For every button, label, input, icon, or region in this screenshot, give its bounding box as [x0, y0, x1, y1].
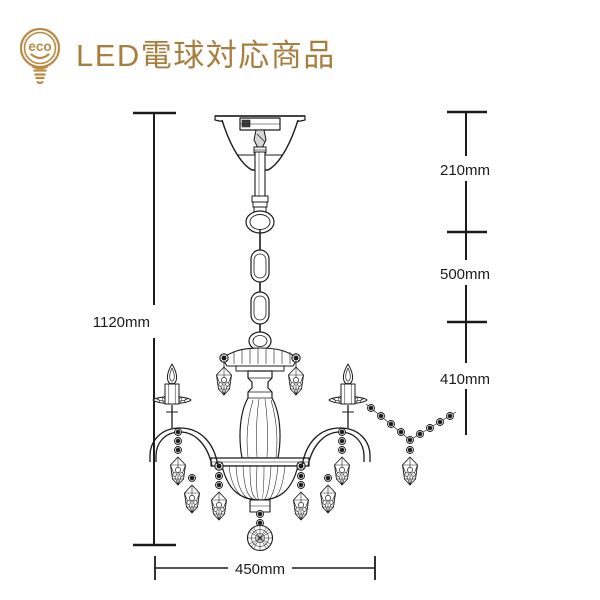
candle-arm-left	[149, 363, 219, 486]
eco-lightbulb-icon: eco	[19, 27, 61, 85]
ceiling-mount-plate	[239, 117, 281, 131]
segment-label-210: 210mm	[440, 162, 490, 179]
segment-label-500: 500mm	[440, 266, 490, 283]
overall-height-dimension: 1120mm	[93, 111, 176, 547]
swivel-joint	[253, 129, 267, 154]
crown-collar	[215, 347, 305, 396]
segmented-height-dimension: 210mm 500mm 410mm	[440, 110, 490, 435]
crystal-chandelier-illustration	[149, 115, 457, 552]
eco-header-banner: eco LED電球対応商品	[0, 22, 600, 88]
candle-arm-right	[301, 363, 371, 486]
center-column	[239, 370, 281, 459]
overall-width-dimension: 450mm	[154, 556, 376, 580]
overall-width-label: 450mm	[235, 561, 285, 578]
crystal-ball-finial	[246, 509, 274, 552]
segment-label-410: 410mm	[440, 371, 490, 388]
suspension-chain	[245, 210, 275, 351]
overall-height-label: 1120mm	[93, 314, 150, 331]
eco-badge-text: eco	[28, 39, 51, 54]
crystal-bead-swag	[365, 403, 457, 486]
upper-rod	[251, 151, 269, 213]
page-title: LED電球対応商品	[76, 37, 336, 73]
